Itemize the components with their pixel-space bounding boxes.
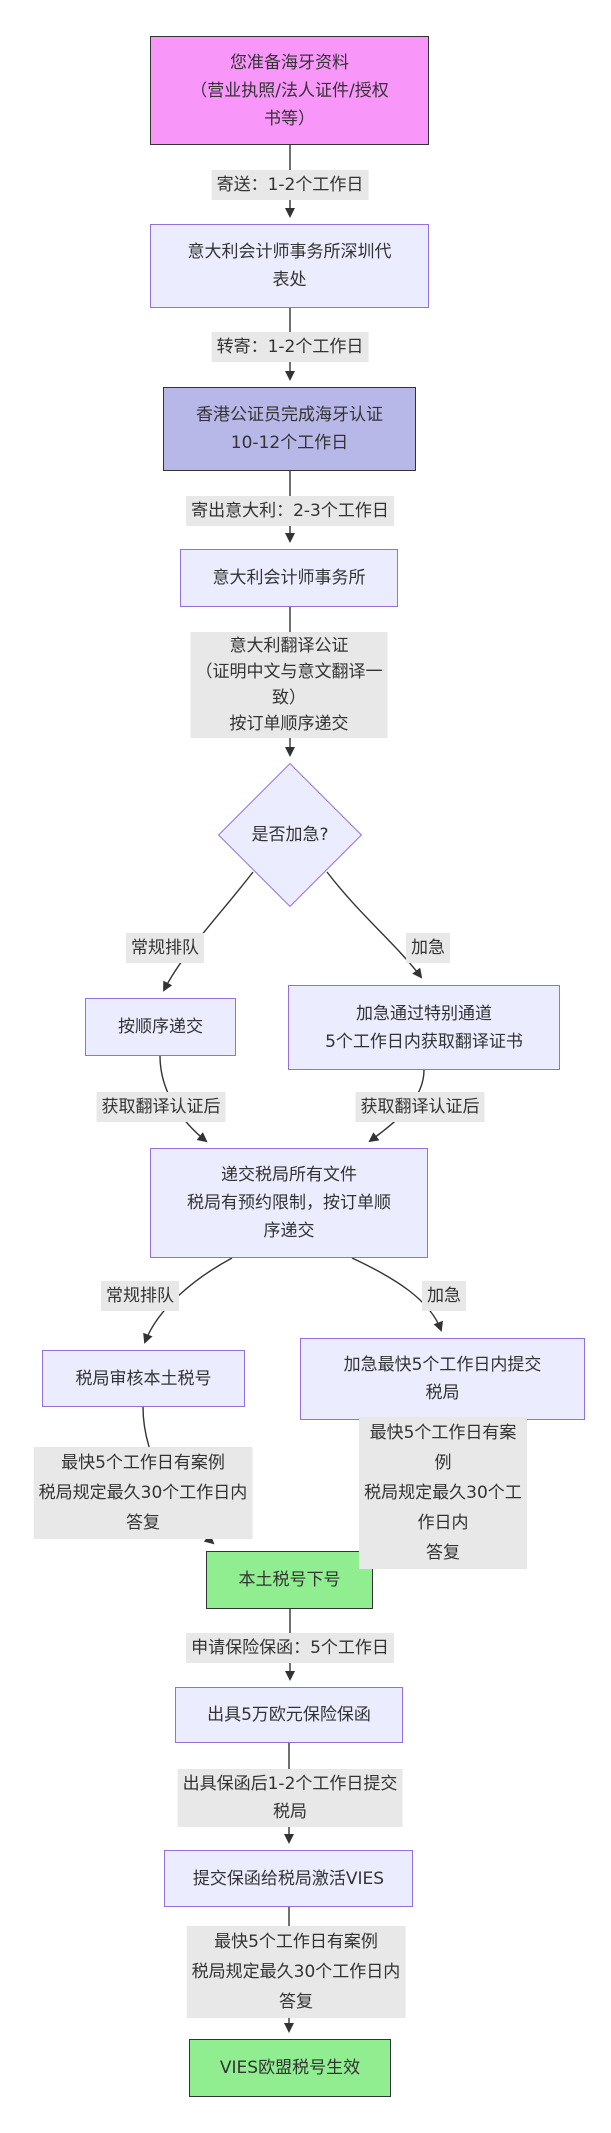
edge-label-translation: 意大利翻译公证 （证明中文与意文翻译一 致） 按订单顺序递交	[190, 632, 388, 738]
edge-label-mail-italy: 寄出意大利：2-3个工作日	[186, 496, 394, 526]
edge-label-urgent-2: 加急	[422, 1281, 466, 1311]
node-submit-tax-office-label: 递交税局所有文件 税局有预约限制，按订单顺 序递交	[187, 1165, 391, 1241]
node-tax-review-label: 税局审核本土税号	[75, 1368, 212, 1389]
node-italy-firm: 意大利会计师事务所	[180, 549, 398, 607]
node-prepare-documents: 您准备海牙资料 （营业执照/法人证件/授权 书等）	[150, 36, 429, 145]
node-urgent-channel-label: 加急通过特别通道 5个工作日内获取翻译证书	[325, 1003, 523, 1052]
node-hk-notary-label: 香港公证员完成海牙认证 10-12个工作日	[196, 405, 383, 453]
node-urgent-channel: 加急通过特别通道 5个工作日内获取翻译证书	[288, 985, 560, 1070]
node-vies-active-label: VIES欧盟税号生效	[219, 2058, 361, 2078]
node-activate-vies: 提交保函给税局激活VIES	[164, 1850, 413, 1907]
node-prepare-documents-label: 您准备海牙资料 （营业执照/法人证件/授权 书等）	[190, 52, 389, 129]
edge-label-apply-guarantee: 申请保险保函：5个工作日	[186, 1633, 394, 1663]
node-local-tax-id: 本土税号下号	[206, 1551, 373, 1609]
node-queue-submit: 按顺序递交	[85, 998, 236, 1056]
edge-label-reply-right: 最快5个工作日有案例 税局规定最久30个工作日内 答复	[359, 1417, 527, 1569]
edge-label-after-cert-right: 获取翻译认证后	[355, 1092, 485, 1122]
node-shenzhen-office: 意大利会计师事务所深圳代 表处	[150, 224, 429, 308]
edge-label-forward: 转寄：1-2个工作日	[211, 332, 369, 362]
edge-label-regular-1: 常规排队	[126, 933, 204, 963]
node-submit-tax-office: 递交税局所有文件 税局有预约限制，按订单顺 序递交	[150, 1148, 428, 1258]
node-local-tax-id-label: 本土税号下号	[238, 1570, 341, 1590]
decision-is-urgent-label: 是否加急?	[251, 825, 329, 845]
node-italy-firm-label: 意大利会计师事务所	[212, 568, 366, 588]
node-hk-notary: 香港公证员完成海牙认证 10-12个工作日	[163, 387, 416, 471]
node-activate-vies-label: 提交保函给税局激活VIES	[192, 1868, 385, 1889]
node-vies-active: VIES欧盟税号生效	[189, 2039, 391, 2097]
edge-label-reply-left: 最快5个工作日有案例 税局规定最久30个工作日内 答复	[33, 1447, 253, 1539]
edge-label-after-cert-left: 获取翻译认证后	[96, 1092, 226, 1122]
edge-label-regular-2: 常规排队	[101, 1281, 179, 1311]
node-bank-guarantee-label: 出具5万欧元保险保函	[207, 1705, 371, 1725]
edge-label-reply-final: 最快5个工作日有案例 税局规定最久30个工作日内 答复	[186, 1926, 406, 2018]
node-tax-review: 税局审核本土税号	[42, 1350, 245, 1407]
node-bank-guarantee: 出具5万欧元保险保函	[175, 1687, 403, 1743]
node-queue-submit-label: 按顺序递交	[118, 1017, 203, 1037]
decision-is-urgent: 是否加急?	[218, 807, 362, 863]
node-shenzhen-office-label: 意大利会计师事务所深圳代 表处	[187, 242, 392, 290]
edge-label-send: 寄送：1-2个工作日	[211, 170, 369, 200]
node-urgent-submit-label: 加急最快5个工作日内提交 税局	[343, 1355, 542, 1403]
edge-label-urgent-1: 加急	[406, 933, 450, 963]
edge-label-submit-guarantee: 出具保函后1-2个工作日提交 税局	[177, 1769, 403, 1827]
node-urgent-submit: 加急最快5个工作日内提交 税局	[300, 1338, 585, 1420]
